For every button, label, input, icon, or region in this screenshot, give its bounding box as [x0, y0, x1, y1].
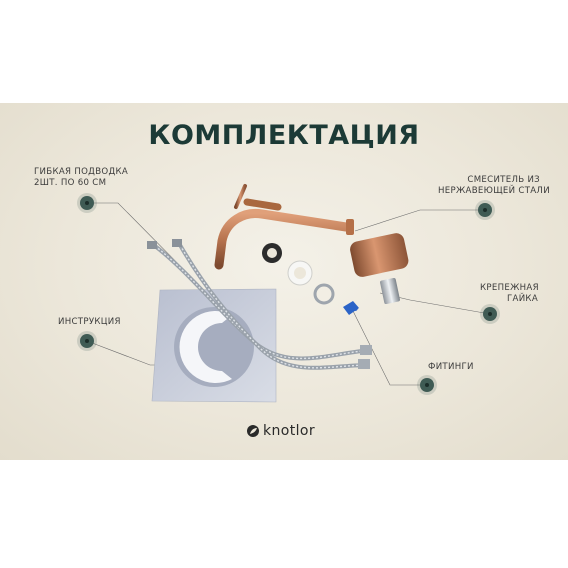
marker-nut: [483, 307, 497, 321]
label-mixer-line-2: НЕРЖАВЕЮЩЕЙ СТАЛИ: [438, 186, 550, 196]
instruction-booklet: [151, 288, 277, 403]
marker-instruction: [80, 334, 94, 348]
product-canvas: КОМПЛЕКТАЦИЯ ГИБКАЯ ПОДВОДКА 2ШТ. ПО 60 …: [0, 103, 568, 460]
label-hose-line-2: 2ШТ. ПО 60 СМ: [34, 178, 107, 188]
label-hose: ГИБКАЯ ПОДВОДКА 2ШТ. ПО 60 СМ: [34, 167, 128, 189]
label-nut-line-2: ГАЙКА: [506, 294, 538, 304]
brand-name: knotlor: [263, 423, 316, 439]
faucet: [214, 184, 409, 305]
label-mixer: СМЕСИТЕЛЬ ИЗ НЕРЖАВЕЮЩЕЙ СТАЛИ: [438, 175, 550, 197]
leaf-drop-icon: [247, 425, 259, 437]
fittings: [262, 243, 359, 315]
marker-hose: [80, 196, 94, 210]
label-mixer-line-1: СМЕСИТЕЛЬ ИЗ: [467, 175, 540, 185]
marker-mixer: [478, 203, 492, 217]
page-title: КОМПЛЕКТАЦИЯ: [148, 120, 420, 151]
label-instruction: ИНСТРУКЦИЯ: [58, 317, 121, 328]
product-illustration: [86, 184, 491, 403]
brand-logo: knotlor: [246, 423, 315, 439]
flexible-hoses: [147, 239, 373, 370]
marker-fittings: [420, 378, 434, 392]
label-nut-line-1: КРЕПЕЖНАЯ: [480, 283, 539, 293]
label-instruction-line-1: ИНСТРУКЦИЯ: [58, 317, 121, 327]
label-fittings: ФИТИНГИ: [428, 362, 474, 373]
label-fittings-line-1: ФИТИНГИ: [428, 362, 474, 372]
label-hose-line-1: ГИБКАЯ ПОДВОДКА: [34, 167, 129, 177]
label-nut: КРЕПЕЖНАЯ ГАЙКА: [480, 283, 539, 305]
